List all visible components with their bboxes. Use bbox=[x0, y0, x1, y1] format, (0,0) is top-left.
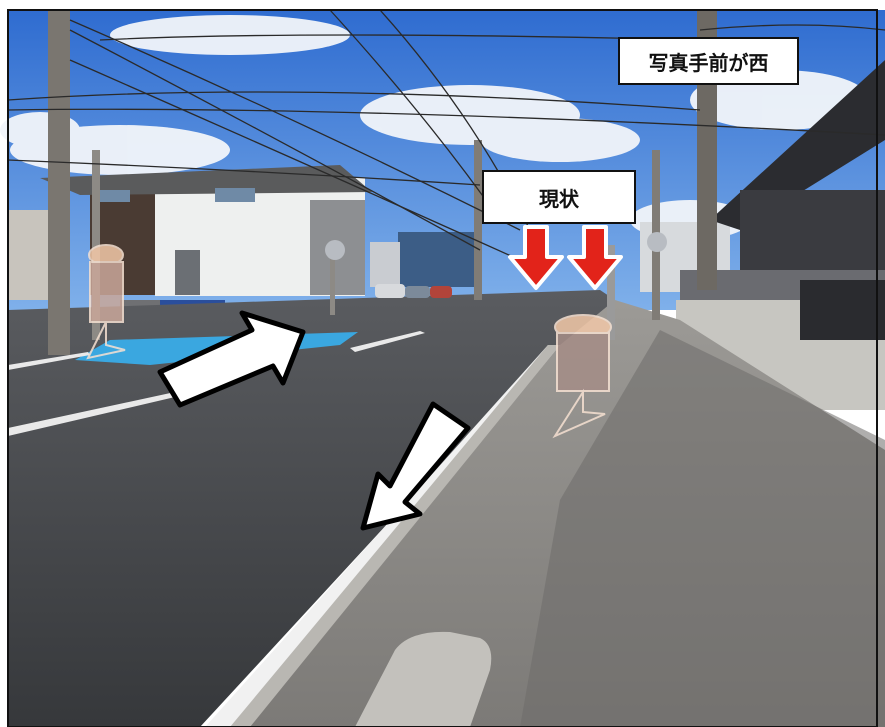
direction-arrow-icon bbox=[360, 401, 471, 531]
frame-border bbox=[7, 9, 878, 727]
lane-line bbox=[350, 331, 425, 352]
down-arrow-icon bbox=[508, 225, 564, 290]
lane-line bbox=[8, 392, 175, 436]
mirror-sign bbox=[647, 232, 667, 252]
status-caption: 現状 bbox=[482, 170, 636, 224]
paved-strip bbox=[520, 330, 885, 727]
down-arrow-icon bbox=[567, 225, 623, 290]
curb bbox=[230, 345, 560, 727]
sign-pole bbox=[607, 245, 615, 340]
curb-stone bbox=[355, 631, 492, 727]
utility-pole bbox=[474, 140, 482, 300]
sign-pole bbox=[330, 245, 335, 315]
direction-caption: 写真手前が西 bbox=[618, 37, 799, 85]
sign-pole bbox=[92, 150, 100, 340]
edge-line bbox=[8, 352, 90, 370]
utility-pole bbox=[48, 10, 70, 355]
direction-arrow-icon bbox=[157, 310, 306, 408]
parked-cars bbox=[375, 284, 452, 298]
distant-building bbox=[398, 232, 478, 287]
person-marker-icon bbox=[552, 314, 612, 439]
person-marker-icon bbox=[86, 244, 126, 360]
mirror-sign bbox=[325, 240, 345, 260]
distant-building bbox=[370, 242, 400, 287]
